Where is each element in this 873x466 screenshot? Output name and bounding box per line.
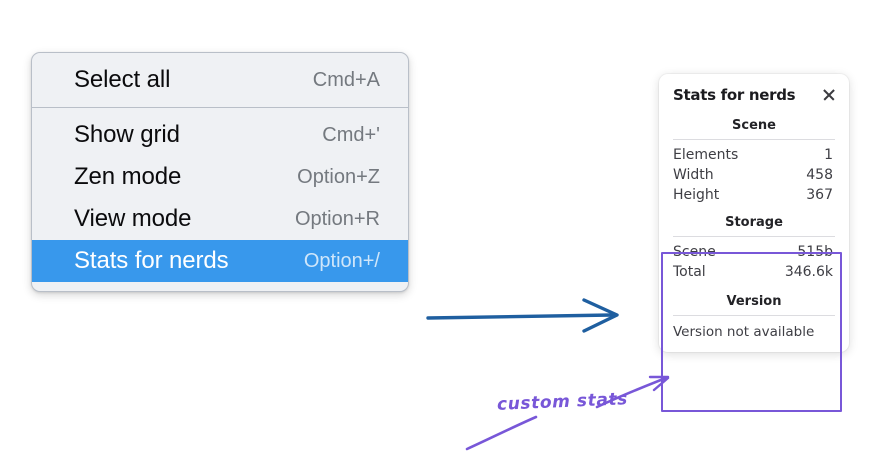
version-status-text: Version not available <box>673 324 815 340</box>
stats-for-nerds-panel: Stats for nerds Scene Elements 1 Width 4… <box>659 74 849 352</box>
stat-row-height: Height 367 <box>659 185 849 205</box>
stats-section-version: Version Version not available <box>659 293 849 341</box>
stat-row-scene-size: Scene 515b <box>659 242 849 262</box>
menu-item-shortcut: Cmd+' <box>322 123 380 146</box>
section-divider <box>673 315 835 316</box>
menu-item-show-grid[interactable]: Show grid Cmd+' <box>32 114 408 156</box>
stat-value: 1 <box>824 147 833 163</box>
menu-item-label: Zen mode <box>74 163 182 190</box>
menu-item-select-all[interactable]: Select all Cmd+A <box>32 59 408 101</box>
stat-key: Elements <box>673 147 739 163</box>
stats-section-storage: Storage Scene 515b Total 346.6k <box>659 214 849 282</box>
menu-group-2: Show grid Cmd+' Zen mode Option+Z View m… <box>32 114 408 282</box>
menu-item-zen-mode[interactable]: Zen mode Option+Z <box>32 156 408 198</box>
flow-arrow-icon <box>426 298 619 333</box>
stats-panel-header: Stats for nerds <box>659 86 849 104</box>
stat-value: 515b <box>797 244 833 260</box>
custom-stats-underline-stroke <box>465 415 538 451</box>
menu-item-view-mode[interactable]: View mode Option+R <box>32 198 408 240</box>
section-heading: Storage <box>725 215 783 230</box>
menu-item-label: Select all <box>74 66 171 93</box>
section-divider <box>673 139 835 140</box>
section-heading: Version <box>726 294 782 309</box>
menu-item-shortcut: Option+/ <box>303 249 380 272</box>
section-divider <box>673 236 835 237</box>
panel-title: Stats for nerds <box>673 86 796 104</box>
stat-value: 346.6k <box>784 264 833 280</box>
stat-row-width: Width 458 <box>659 165 849 185</box>
menu-separator <box>32 107 408 108</box>
stat-key: Width <box>673 167 714 183</box>
menu-item-shortcut: Cmd+A <box>312 68 380 91</box>
stat-row-total-size: Total 346.6k <box>659 262 849 282</box>
stat-key: Height <box>673 187 720 203</box>
menu-item-shortcut: Option+Z <box>297 165 380 188</box>
canvas-context-menu[interactable]: Select all Cmd+A Show grid Cmd+' Zen mod… <box>31 52 409 292</box>
close-icon[interactable] <box>821 87 837 103</box>
menu-group-1: Select all Cmd+A <box>32 59 408 101</box>
stat-key: Total <box>673 264 706 280</box>
section-heading: Scene <box>732 118 776 133</box>
stat-value: 458 <box>806 167 833 183</box>
menu-item-stats-for-nerds[interactable]: Stats for nerds Option+/ <box>32 240 408 282</box>
menu-item-label: View mode <box>74 205 192 232</box>
custom-stats-annotation-label: custom stats <box>496 389 629 415</box>
stat-row-elements: Elements 1 <box>659 145 849 165</box>
menu-item-label: Show grid <box>74 121 180 148</box>
stat-value: 367 <box>806 187 833 203</box>
menu-item-label: Stats for nerds <box>74 247 229 274</box>
stats-section-scene: Scene Elements 1 Width 458 Height 367 <box>659 117 849 205</box>
menu-item-shortcut: Option+R <box>294 207 380 230</box>
custom-stats-pointer-arrow-icon <box>595 375 670 409</box>
stat-key: Scene <box>673 244 716 260</box>
